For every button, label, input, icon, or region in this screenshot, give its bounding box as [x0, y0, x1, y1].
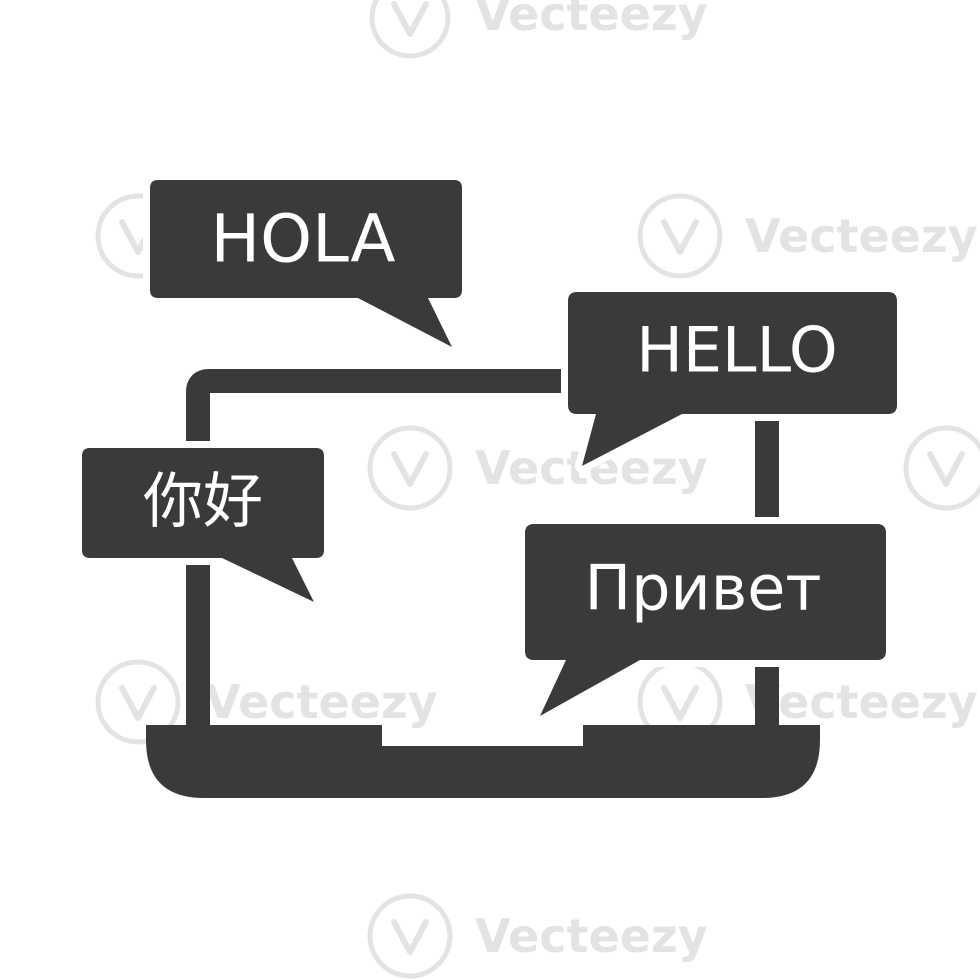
speech-bubble-hello: HELLO [561, 285, 904, 473]
bubble-text-nihao: 你好 [143, 467, 263, 537]
watermark-logo [95, 659, 181, 745]
laptop-base [146, 725, 820, 798]
bubble-text-hola: HOLA [210, 201, 395, 278]
speech-bubble-nihao: 你好 [75, 441, 331, 609]
watermark-layer: Vecteezy Vecteezy Vecteezy Vecteezy V [95, 0, 980, 979]
watermark-logo [367, 425, 453, 511]
bubble-text-hello: HELLO [636, 314, 837, 387]
speech-bubble-hola: HOLA [143, 173, 469, 354]
bubble-text-privet: Привет [584, 552, 821, 625]
watermark-logo [369, 0, 451, 59]
watermark-text: Vecteezy [475, 909, 708, 963]
watermark-text: Vecteezy [475, 0, 708, 41]
watermark-logo [637, 193, 723, 279]
watermark-logo [367, 893, 453, 979]
watermark-logo [903, 425, 980, 511]
watermark-text: Vecteezy [205, 675, 438, 729]
watermark-text: Vecteezy [745, 209, 978, 263]
watermark-text: Vecteezy [745, 675, 978, 729]
speech-bubble-privet: Привет [518, 517, 893, 723]
